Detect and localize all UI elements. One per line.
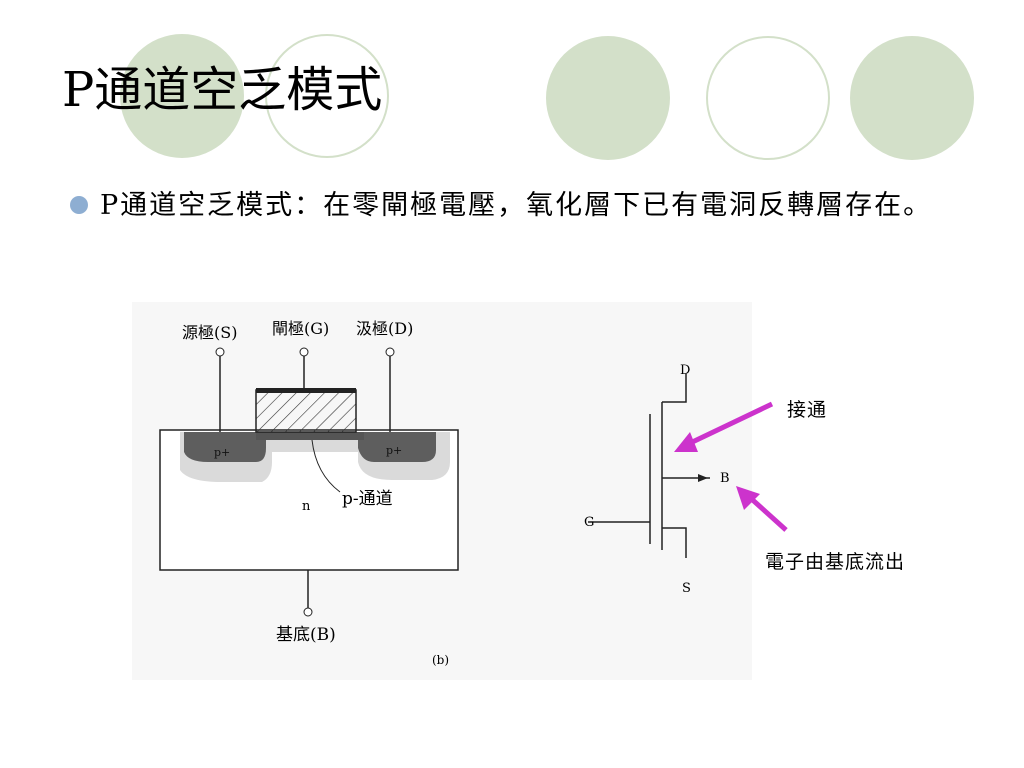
deco-circle-1 (120, 34, 244, 158)
drain-p-plus-region (358, 432, 436, 462)
deco-circle-3 (850, 36, 974, 160)
source-region-label: p+ (214, 446, 230, 459)
gate-electrode (255, 389, 357, 433)
connect-label: 接通 (787, 399, 828, 421)
symbol-drain: D (680, 363, 690, 378)
source-label: 源極(S) (182, 323, 237, 342)
mosfet-figure: 源極(S) 閘極(G) 汲極(D) p+ p+ n p-通道 基底(B) (b)… (132, 302, 752, 680)
flow-arrow (744, 492, 788, 532)
bullet-marker (70, 196, 88, 214)
mosfet-diagram: 源極(S) 閘極(G) 汲極(D) p+ p+ n p-通道 基底(B) (b)… (159, 319, 730, 667)
symbol-source: S (682, 581, 691, 596)
drain-label: 汲極(D) (356, 319, 413, 338)
electron-flow-label: 電子由基底流出 (765, 551, 906, 573)
source-p-plus-region (184, 432, 266, 462)
body-terminal (303, 607, 313, 617)
gate-metal (256, 388, 356, 393)
source-terminal (215, 347, 225, 357)
bullet-text: P通道空乏模式：在零閘極電壓，氧化層下已有電洞反轉層存在。 (100, 190, 933, 221)
deco-ring-2 (706, 36, 830, 160)
deco-ring-1 (265, 34, 389, 158)
drain-terminal (385, 347, 395, 357)
channel-pointer (311, 439, 341, 493)
drain-region-label: p+ (386, 444, 402, 457)
body-label: 基底(B) (276, 625, 336, 645)
figure-caption: (b) (432, 653, 449, 667)
gate-label: 閘極(G) (272, 319, 329, 338)
substrate-label: n (302, 499, 311, 514)
symbol-body: B (720, 471, 730, 486)
symbol-gate: G (584, 515, 594, 530)
page-title: P通道空乏模式 (62, 62, 383, 118)
p-channel-layer (256, 432, 364, 440)
channel-label: p-通道 (342, 489, 393, 509)
gate-terminal (299, 347, 309, 357)
body-arrow-icon (698, 474, 708, 482)
deco-circle-2 (546, 36, 670, 160)
drain-lead (662, 374, 687, 403)
source-lead (662, 527, 687, 558)
